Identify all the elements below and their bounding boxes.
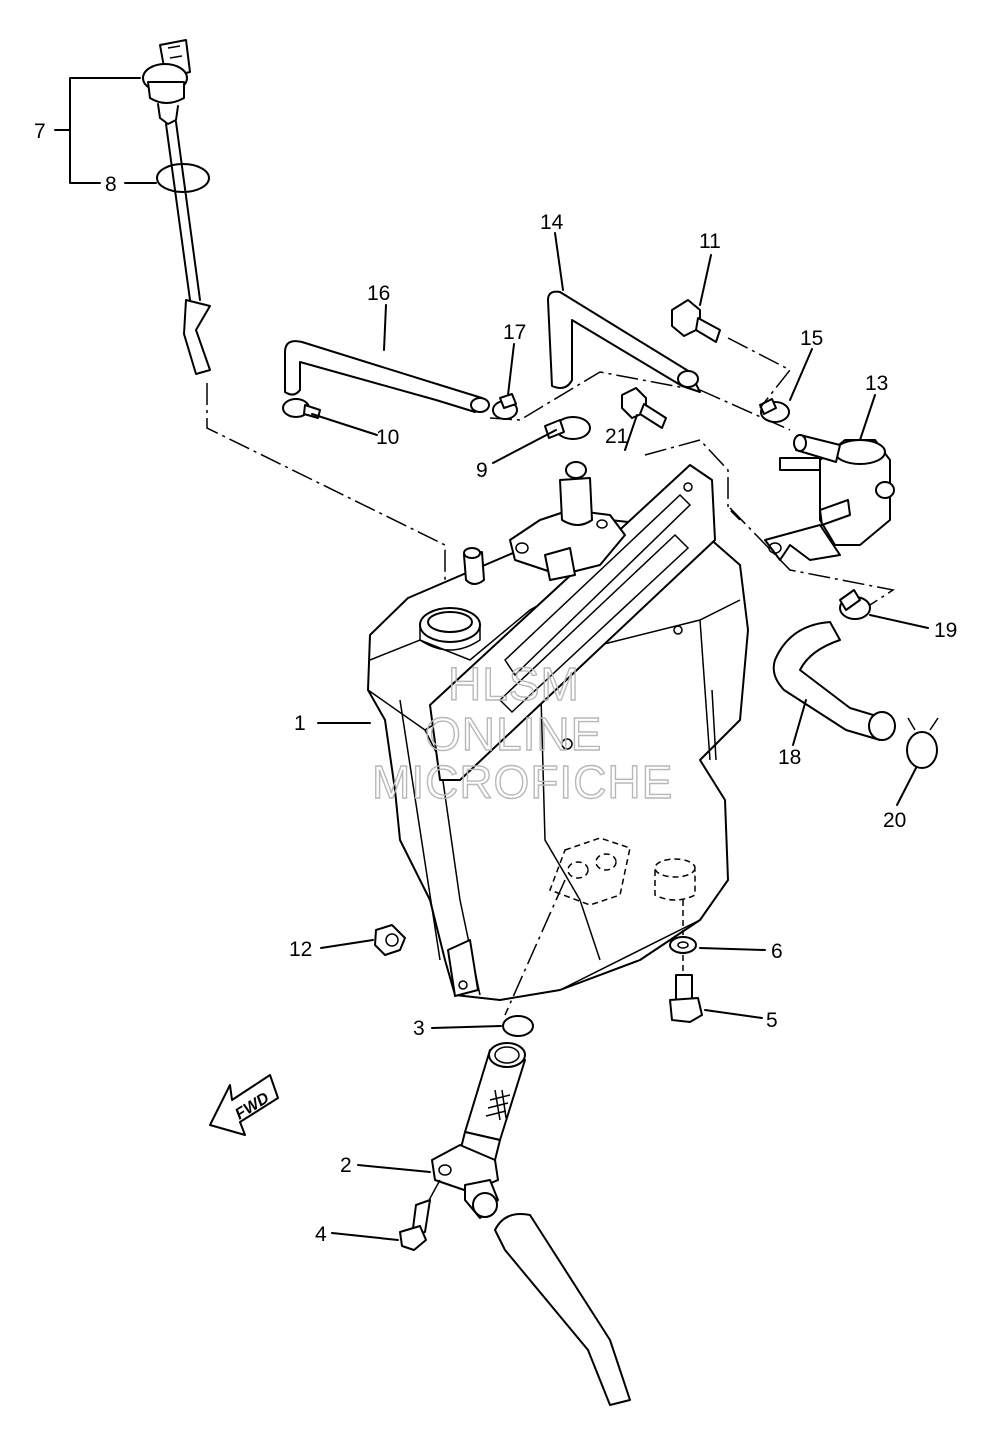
callout-13: 13 [865,372,888,395]
callout-9: 9 [476,459,488,482]
o-ring-part[interactable] [156,163,210,193]
watermark-line-1: HLSM [448,658,580,710]
hose-18[interactable] [772,621,896,741]
callout-7: 7 [34,120,46,143]
washer-6[interactable] [669,936,697,954]
hose-clamp-19[interactable] [839,589,871,620]
outlet-hose [494,1213,631,1406]
callout-2: 2 [340,1154,352,1177]
plug-12[interactable] [374,924,406,956]
hose-clamp-17[interactable] [492,393,518,420]
hose-clamp-15[interactable] [759,398,790,423]
bolt-21[interactable] [621,387,667,429]
callout-19: 19 [934,619,957,642]
callout-5: 5 [766,1009,778,1032]
callout-3: 3 [413,1017,425,1040]
bolt-11[interactable] [671,299,721,343]
callout-20: 20 [883,809,906,832]
watermark: HLSM ONLINE MICROFICHE [371,657,673,808]
watermark-line-3: MICROFICHE [372,756,673,808]
callout-6: 6 [771,940,783,963]
callout-4: 4 [315,1223,327,1246]
o-ring-3[interactable] [502,1015,534,1037]
callout-10: 10 [376,426,399,449]
bolt-4[interactable] [399,1199,431,1251]
breather-hose-14[interactable] [547,290,701,393]
callout-8: 8 [105,173,117,196]
callout-21: 21 [605,425,628,448]
callout-1: 1 [294,712,306,735]
callout-18: 18 [778,746,801,769]
valve-13[interactable] [779,434,895,546]
callout-15: 15 [800,327,823,350]
drain-bolt-5[interactable] [669,974,703,1023]
strainer-pipe-2[interactable] [431,1042,526,1219]
valve-bracket [764,524,841,561]
dipstick-part[interactable] [142,39,211,375]
callout-11: 11 [699,230,721,253]
hose-clamp-9[interactable] [544,416,591,440]
oil-tank-body[interactable] [367,461,749,1001]
callout-12: 12 [289,938,312,961]
watermark-line-2: ONLINE [425,708,602,760]
fwd-arrow-icon: FWD [209,1074,279,1136]
breather-hose-16[interactable] [284,340,490,413]
cap-20[interactable] [906,717,939,769]
callout-17: 17 [503,321,526,344]
callout-14: 14 [540,211,564,234]
callout-16: 16 [367,282,390,305]
